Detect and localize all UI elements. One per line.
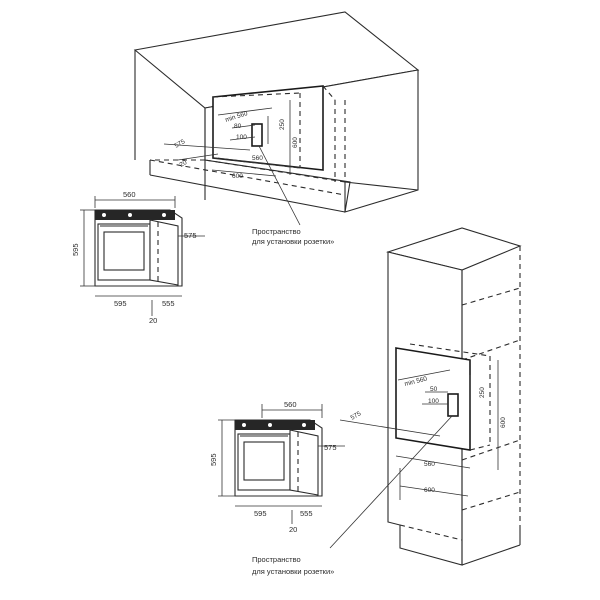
bottom-oven-label-595w: 595 (254, 509, 267, 518)
top-label-80: 80 (234, 123, 242, 130)
top-socket-note-line2: для установки розетки» (252, 237, 334, 246)
tall-cabinet-hidden-1 (461, 287, 521, 306)
tall-label-50: 50 (430, 386, 438, 393)
tall-cabinet-hidden-5 (399, 524, 463, 541)
top-niche-side (322, 85, 336, 101)
tall-dim-560-line (395, 455, 471, 469)
top-label-250: 250 (279, 119, 286, 130)
bottom-oven-side (289, 429, 319, 496)
bottom-oven-label-595: 595 (209, 453, 218, 466)
top-oven-knob-left-icon (102, 213, 106, 217)
top-dim-575-line (163, 143, 251, 151)
top-label-20: 20 (179, 159, 189, 169)
top-dim-20-line (177, 153, 219, 161)
bottom-oven-label-575: 575 (324, 443, 337, 452)
bottom-oven-label-560: 560 (284, 400, 297, 409)
tall-cabinet-hidden-3 (461, 439, 521, 461)
top-dim-600w-line (211, 169, 277, 177)
top-label-100: 100 (236, 134, 247, 141)
bottom-oven-knob-mid-icon (268, 423, 272, 427)
top-cabinet: min 560 80 100 250 600 575 20 560 600 (133, 11, 420, 226)
bottom-oven-label-20: 20 (289, 525, 297, 534)
tall-dim-min560-line (397, 369, 451, 381)
top-oven-label-595w: 595 (114, 299, 127, 308)
tall-niche-back-bottom (469, 444, 491, 451)
top-oven: 560 595 575 595 555 20 (71, 190, 205, 325)
top-oven-label-560: 560 (123, 190, 136, 199)
bottom-oven: 560 595 575 595 555 20 (209, 400, 345, 534)
tall-niche-back-top (409, 343, 491, 357)
top-oven-window (103, 231, 145, 271)
top-niche-back-top (212, 92, 301, 98)
top-label-560: 560 (252, 155, 263, 162)
top-dim-80-line (231, 124, 256, 129)
top-socket-space (251, 123, 263, 147)
bottom-socket-note-line1: Пространство (252, 555, 301, 564)
top-cabinet-base (149, 174, 346, 213)
top-oven-knob-mid-icon (128, 213, 132, 217)
top-oven-control-panel (95, 210, 175, 220)
top-label-600h: 600 (292, 137, 299, 148)
tall-label-575: 575 (350, 410, 363, 422)
bottom-socket-note-line2: для установки розетки» (252, 567, 334, 576)
bottom-oven-knob-left-icon (242, 423, 246, 427)
tall-dim-575-line (339, 419, 441, 437)
top-oven-knob-right-icon (162, 213, 166, 217)
bottom-oven-window (243, 441, 285, 481)
tall-label-250: 250 (479, 387, 486, 398)
top-label-575: 575 (174, 138, 187, 150)
top-oven-label-575: 575 (184, 231, 197, 240)
top-oven-side (149, 219, 179, 286)
tall-cabinet-hidden-4 (461, 491, 521, 511)
tall-socket-leader (329, 415, 453, 549)
tall-cabinet: min 560 50 100 250 600 575 560 600 (329, 227, 522, 566)
tall-cabinet-base-right (461, 544, 521, 566)
top-dim-100-line (229, 136, 256, 141)
top-oven-label-595: 595 (71, 243, 80, 256)
top-cabinet-hidden-2 (204, 159, 346, 183)
tall-socket-space (447, 393, 459, 417)
bottom-oven-control-panel (235, 420, 315, 430)
tall-cabinet-hidden-2 (461, 339, 521, 361)
top-cabinet-plinth (344, 181, 419, 191)
top-label-600w: 600 (232, 173, 243, 180)
bottom-oven-knob-right-icon (302, 423, 306, 427)
top-socket-note-line1: Пространство (252, 227, 301, 236)
top-oven-label-20: 20 (149, 316, 157, 325)
tall-label-560: 560 (424, 461, 435, 468)
tall-dim-600w-line (399, 485, 469, 497)
tall-label-100: 100 (428, 398, 439, 405)
top-socket-leader (258, 145, 301, 226)
top-dim-560-line (217, 157, 301, 169)
top-dim-min560-line (217, 107, 273, 116)
tall-label-600w: 600 (424, 487, 435, 494)
bottom-oven-label-555: 555 (300, 509, 313, 518)
tall-label-600h: 600 (500, 417, 507, 428)
top-oven-label-555: 555 (162, 299, 175, 308)
top-cabinet-hidden-3 (149, 159, 346, 196)
